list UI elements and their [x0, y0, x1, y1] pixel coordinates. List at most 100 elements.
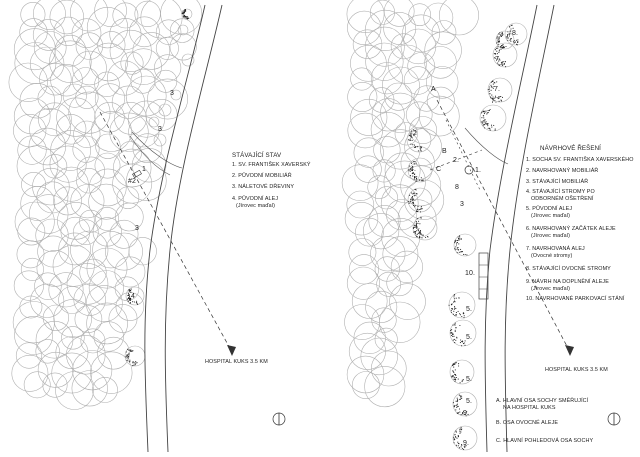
tree-canopy: [364, 9, 406, 51]
tree-canopy: [380, 92, 421, 133]
right-legend-item-7-note: (Ovocné stromy): [531, 253, 573, 259]
tree-canopy: [29, 194, 69, 234]
tree-number-label: 7.: [491, 98, 498, 105]
existing-tree-left: [125, 286, 145, 306]
right-legend-item-5: 5. PŮVODNÍ ALEJ: [526, 206, 573, 212]
tree-canopy: [350, 67, 374, 91]
tree-canopy: [346, 266, 380, 300]
alley-tree-canopy: [452, 391, 478, 417]
alley-tree-canopy-stipple: [454, 235, 468, 256]
tree-canopy: [170, 18, 195, 43]
tree-canopy: [382, 236, 419, 273]
alley-tree-canopy-stipple: [496, 31, 507, 49]
tree-canopy: [95, 133, 121, 159]
tree-canopy: [19, 82, 55, 119]
tree-canopy: [371, 98, 405, 132]
alley-tree-canopy: [492, 42, 518, 68]
tree-number-label: 4.: [410, 166, 417, 173]
tree-canopy: [376, 271, 402, 297]
tree-canopy: [17, 217, 46, 246]
tree-canopy: [155, 36, 179, 60]
tree-canopy: [341, 164, 379, 201]
tree-canopy: [36, 250, 74, 287]
left-legend-item-4-note: (Jírovec maďal): [236, 203, 275, 209]
tree-canopy: [373, 136, 401, 164]
alley-tree-canopy-stipple: [480, 108, 496, 131]
tree-canopy: [42, 154, 68, 179]
tree-canopy: [112, 2, 139, 29]
tree-canopy: [390, 250, 424, 283]
tree-canopy: [94, 0, 127, 27]
tree-canopy: [350, 98, 388, 136]
tree-canopy: [114, 102, 147, 135]
tree-canopy: [426, 66, 459, 99]
tree-canopy: [374, 256, 400, 282]
tree-canopy: [374, 186, 398, 210]
right-legend-item-5-note: (Jírovec maďal): [531, 213, 570, 219]
alley-tree-canopy: [504, 22, 528, 46]
tree-canopy: [154, 54, 182, 82]
axes-legend-a: A. HLAVNÍ OSA SOCHY SMĚŘUJÍCÍ: [496, 398, 589, 404]
alley-tree-canopy-stipple: [450, 322, 466, 347]
statue-circle: [464, 165, 474, 175]
left-marker-4: 4: [131, 293, 135, 300]
tree-canopy: [53, 16, 83, 46]
tree-canopy: [160, 0, 203, 35]
tree-canopy: [73, 219, 99, 245]
tree-canopy: [400, 28, 437, 65]
tree-canopy: [20, 186, 56, 221]
tree-canopy: [418, 95, 460, 137]
tree-canopy: [32, 167, 70, 206]
tree-canopy: [365, 42, 404, 81]
left-legend-item-2: 2. PŮVODNÍ MOBILIÁŘ: [232, 173, 292, 179]
left-legend-item-1: 1. SV. FRANTIŠEK XAVERSKÝ: [232, 162, 311, 168]
tree-number-label: 8.: [512, 30, 519, 37]
tree-canopy: [17, 135, 47, 165]
right-destination-label: HOSPITAL KUKS 3.5 KM: [545, 367, 608, 373]
tree-canopy: [407, 52, 436, 80]
tree-canopy: [92, 376, 118, 403]
tree-canopy: [169, 33, 197, 61]
tree-number-label: 7.: [494, 86, 501, 93]
tree-canopy: [363, 213, 400, 250]
right-legend-item-4: 4. STÁVAJÍCÍ STROMY PO: [526, 189, 595, 195]
tree-canopy: [50, 130, 91, 171]
alley-tree-canopy: [412, 215, 438, 241]
tree-canopy: [380, 129, 421, 170]
tree-canopy: [72, 135, 100, 163]
tree-canopy: [114, 256, 146, 288]
tree-number-label: 7.: [495, 56, 502, 63]
tree-canopy: [86, 7, 129, 49]
tree-canopy: [114, 276, 140, 301]
tree-canopy: [126, 160, 167, 201]
tree-canopy: [36, 181, 69, 214]
tree-canopy: [79, 209, 103, 233]
tree-canopy: [115, 202, 144, 232]
bench-left: [132, 169, 142, 179]
alley-tree-canopy-stipple: [412, 216, 429, 239]
small-tree-canopy: [170, 89, 182, 101]
right-legend-item-2: 2. NAVRHOVANÝ MOBILIÁŘ: [526, 168, 599, 174]
right-marker-10: 10.: [465, 270, 476, 277]
right-legend-item-9-note: (Jírovec maďal): [531, 286, 570, 292]
tree-number-label: 5.: [466, 306, 473, 313]
alley-tree-canopy-stipple: [453, 426, 467, 450]
tree-number-label: 4.: [410, 196, 417, 203]
alley-tree-canopy: [407, 157, 433, 183]
tree-canopy: [93, 321, 124, 352]
tree-number-label: 4.: [414, 224, 421, 231]
alley-tree-canopy-stipple: [451, 361, 464, 384]
tree-canopy: [350, 44, 387, 82]
tree-canopy: [370, 236, 406, 272]
tree-canopy: [112, 148, 152, 188]
tree-canopy: [37, 85, 62, 110]
tree-canopy: [381, 66, 420, 105]
tree-canopy: [89, 168, 127, 207]
tree-canopy: [409, 116, 438, 145]
tree-canopy: [109, 29, 152, 72]
tree-canopy: [431, 20, 457, 45]
tree-canopy: [72, 50, 107, 86]
tree-canopy: [70, 230, 109, 269]
tree-canopy: [71, 67, 100, 95]
